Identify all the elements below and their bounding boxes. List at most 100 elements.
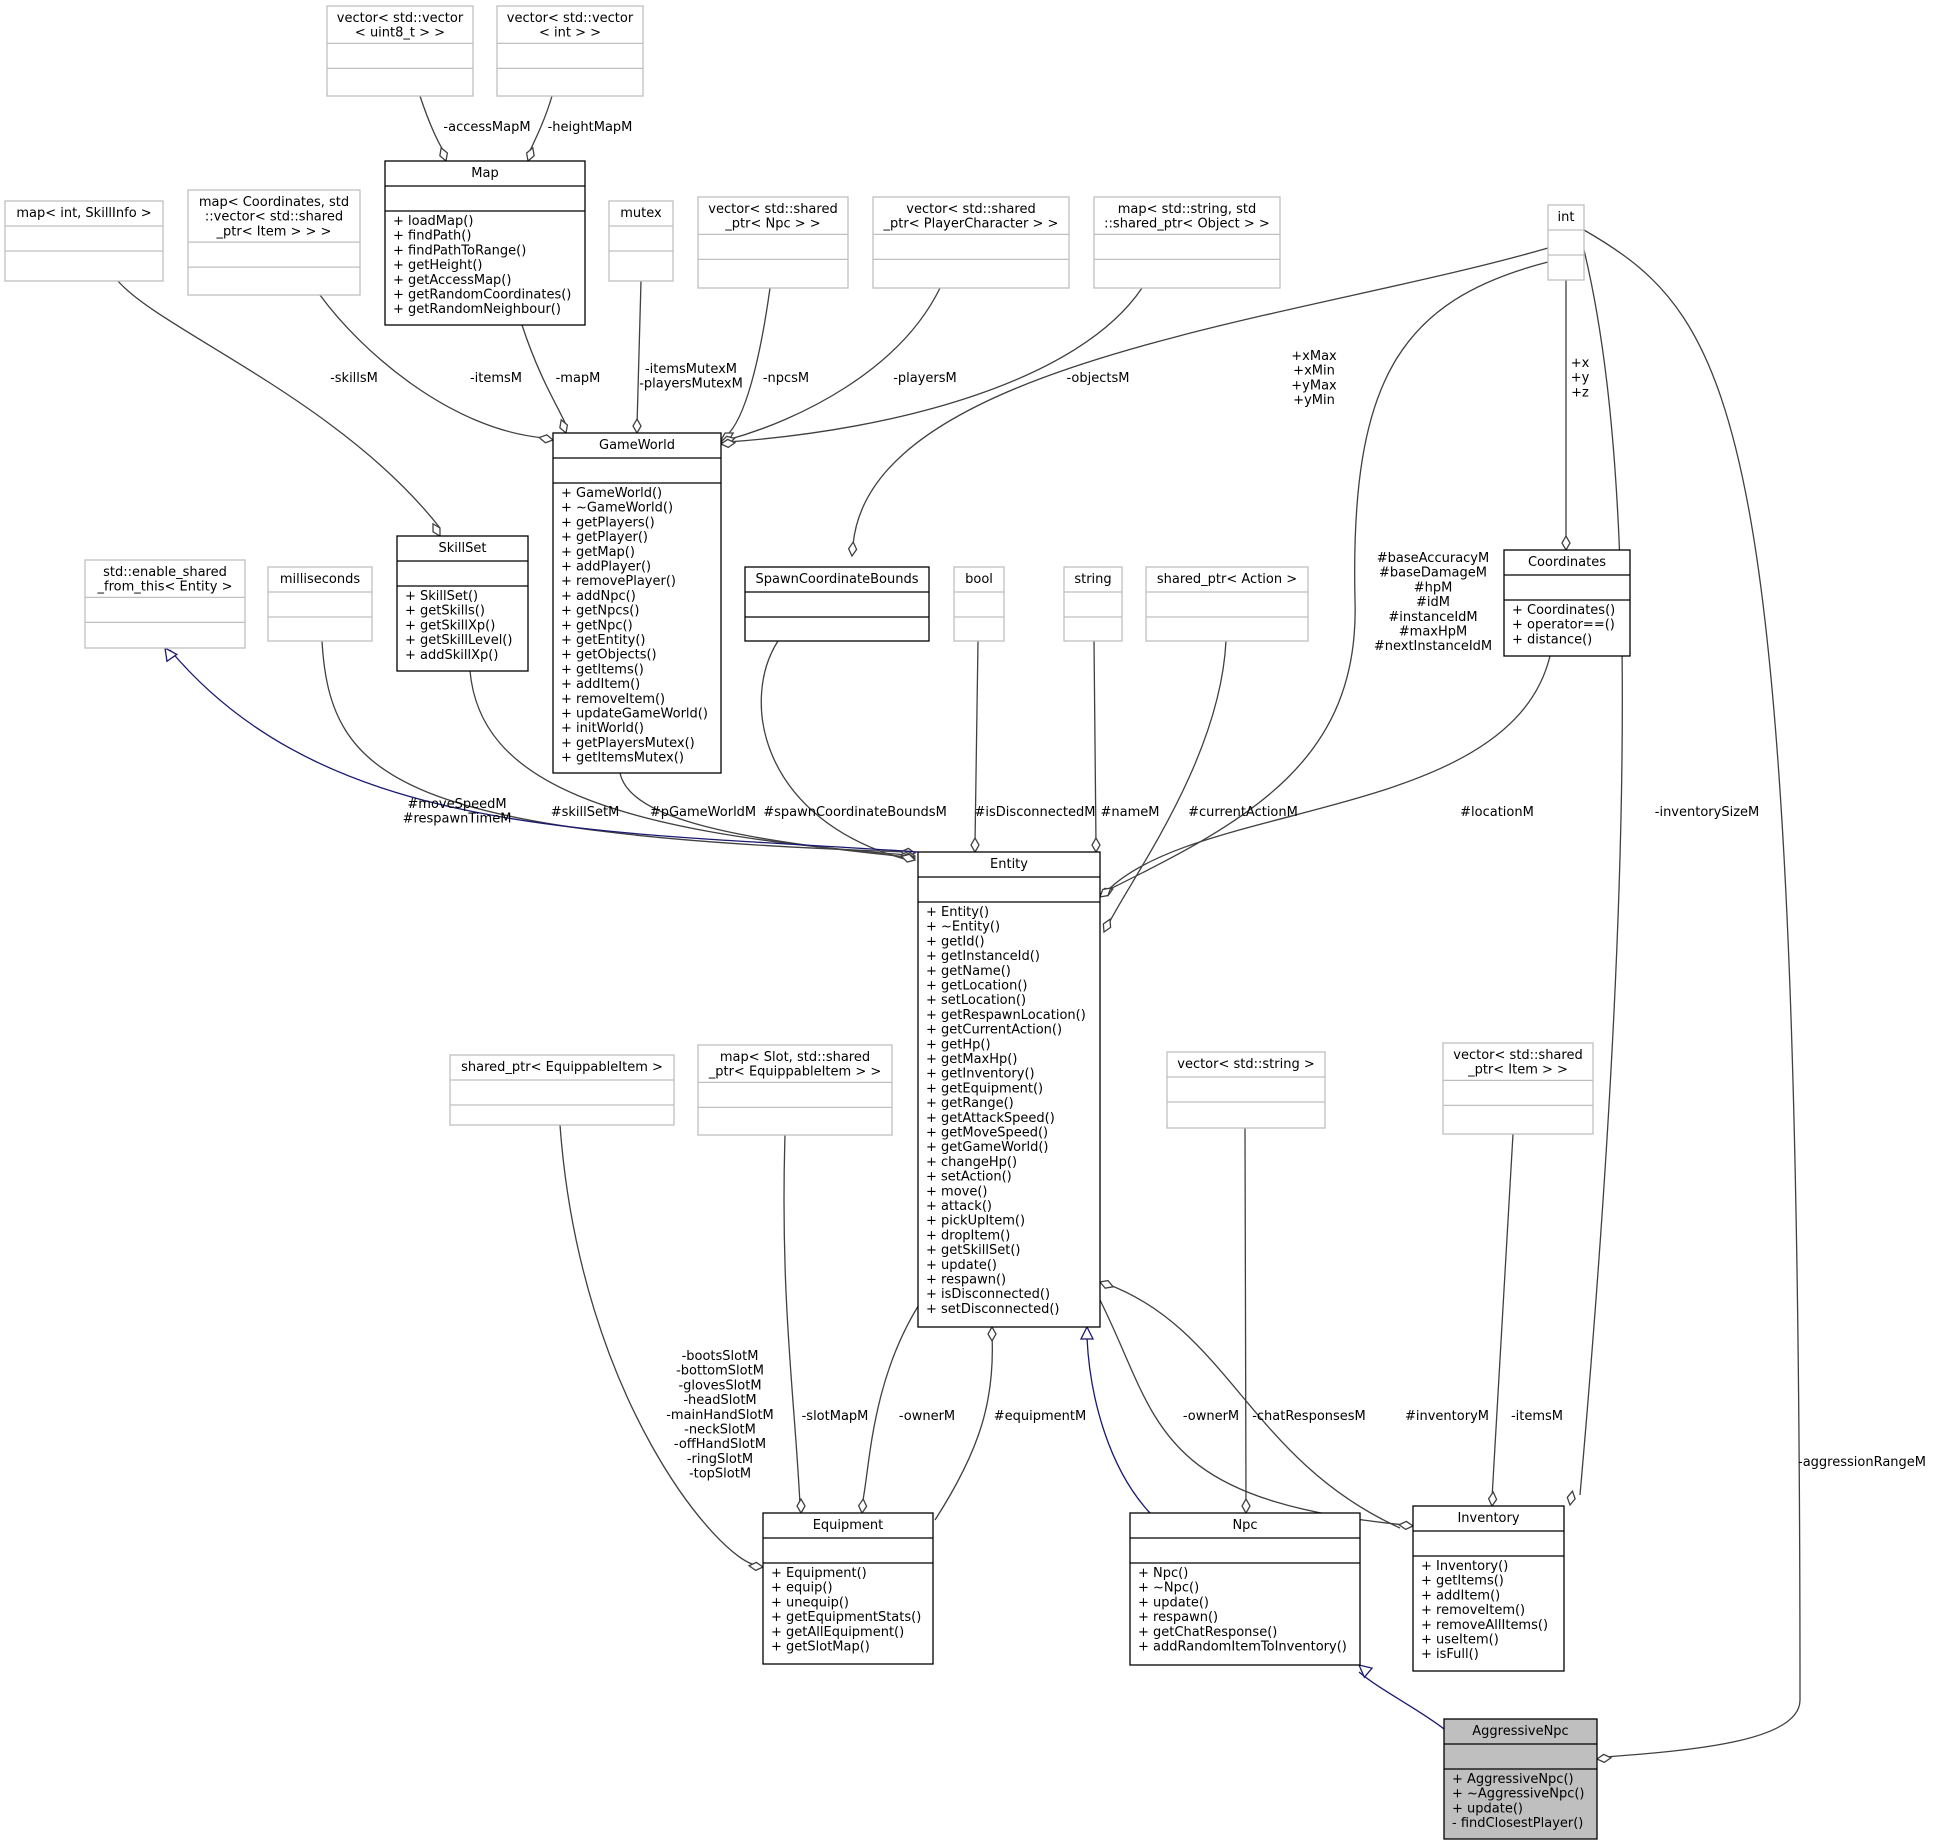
class-method: + move() — [926, 1184, 987, 1199]
aggregation-edge — [934, 1334, 994, 1521]
class-method: + getEntity() — [561, 633, 645, 648]
class-method: + addPlayer() — [561, 560, 651, 575]
edge-label-line: -offHandSlotM — [674, 1437, 766, 1452]
aggregation-diamond — [1566, 1489, 1576, 1507]
edge-label-line: -objectsM — [1067, 371, 1130, 386]
class-map_obj: map< std::string, std::shared_ptr< Objec… — [1093, 196, 1281, 289]
edge-label-int_fields: #baseAccuracyM#baseDamageM#hpM#idM#insta… — [1374, 551, 1492, 654]
aggregation-diamond — [970, 836, 980, 854]
class-name: _ptr< Item > > > — [216, 224, 332, 239]
inheritance-edge — [1358, 1671, 1445, 1730]
class-name: _ptr< EquippableItem > > — [708, 1065, 882, 1080]
class-method: + Npc() — [1138, 1566, 1188, 1581]
class-name: vector< std::shared — [708, 202, 837, 217]
class-name: _from_this< Entity > — [97, 580, 233, 595]
aggregation-diamond — [1561, 534, 1571, 552]
aggregation-edge — [1244, 1127, 1247, 1506]
class-box — [1443, 1718, 1598, 1840]
edge-label-line: #pGameWorldM — [650, 805, 756, 820]
edge-label-line: -ownerM — [1183, 1409, 1239, 1424]
class-spawnbounds: SpawnCoordinateBounds — [744, 566, 930, 642]
edge-label-ms_fields: #moveSpeedM#respawnTimeM — [403, 797, 512, 827]
class-box — [267, 566, 373, 642]
class-name: Inventory — [1457, 1511, 1519, 1526]
class-method: + useItem() — [1421, 1633, 1499, 1648]
edge-label-accessMap: -accessMapM — [443, 120, 530, 135]
class-method: + getPlayers() — [561, 515, 655, 530]
class-map_slot: map< Slot, std::shared_ptr< EquippableIt… — [697, 1044, 893, 1136]
aggregation-edge — [1099, 1299, 1406, 1526]
class-nodes: vector< std::vector< uint8_t > >vector< … — [4, 5, 1631, 1840]
class-name: SpawnCoordinateBounds — [756, 572, 919, 587]
edge-label-items: -itemsM — [470, 371, 522, 386]
class-box — [697, 1044, 893, 1136]
edge-label-line: -ownerM — [899, 1409, 955, 1424]
class-method: + getPlayersMutex() — [561, 736, 695, 751]
aggregation-edge — [1107, 655, 1551, 891]
edge-label-objects: -objectsM — [1067, 371, 1130, 386]
class-box — [697, 196, 849, 289]
edge-label-invSize: -inventorySizeM — [1655, 805, 1759, 820]
class-gameworld: GameWorld+ GameWorld()+ ~GameWorld()+ ge… — [552, 432, 722, 774]
class-name: milliseconds — [280, 572, 360, 587]
aggregation-diamond — [796, 1497, 806, 1515]
class-box — [384, 160, 586, 326]
aggregation-edge — [725, 287, 771, 437]
edge-label-line: #spawnCoordinateBoundsM — [763, 805, 947, 820]
class-method: + updateGameWorld() — [561, 707, 708, 722]
class-aggressive: AggressiveNpc+ AggressiveNpc()+ ~Aggress… — [1443, 1718, 1598, 1840]
aggregation-edge — [619, 772, 909, 858]
class-method: + ~GameWorld() — [561, 501, 673, 516]
class-method: + getRespawnLocation() — [926, 1008, 1086, 1023]
aggregation-diamond — [747, 1561, 765, 1572]
class-method: + GameWorld() — [561, 486, 662, 501]
class-box — [396, 535, 529, 672]
edge-label-line: -itemsM — [1511, 1409, 1563, 1424]
class-method: + getHp() — [926, 1037, 991, 1052]
class-skillset: SkillSet+ SkillSet()+ getSkills()+ getSk… — [396, 535, 529, 672]
class-vec_string: vector< std::string > — [1166, 1051, 1326, 1129]
class-box — [1145, 566, 1309, 642]
class-mutex: mutex — [608, 200, 674, 282]
aggregation-diamond — [632, 417, 642, 435]
class-method: + getName() — [926, 964, 1011, 979]
aggregation-edge — [1093, 640, 1097, 845]
edge-label-line: #equipmentM — [994, 1409, 1086, 1424]
aggregation-diamond — [719, 438, 737, 449]
class-box — [1412, 1505, 1565, 1672]
edge-label-line: #respawnTimeM — [403, 812, 512, 827]
edge-label-heightMap: -heightMapM — [548, 120, 633, 135]
class-method: + dropItem() — [926, 1228, 1010, 1243]
edge-label-npcs: -npcsM — [763, 371, 809, 386]
class-string: string — [1063, 566, 1123, 642]
class-bool: bool — [953, 566, 1005, 642]
class-name: map< int, SkillInfo > — [16, 206, 151, 221]
class-method: + getNpcs() — [561, 604, 639, 619]
class-box — [1503, 549, 1631, 657]
edge-label-line: -inventorySizeM — [1655, 805, 1759, 820]
aggregation-diamond — [900, 853, 917, 863]
class-name: mutex — [620, 206, 662, 221]
edge-label-line: -npcsM — [763, 371, 809, 386]
class-method: + SkillSet() — [405, 589, 478, 604]
aggregation-edge — [726, 287, 941, 441]
edge-label-line: -mapM — [556, 371, 601, 386]
aggregation-diamond — [525, 146, 535, 163]
class-method: + getItems() — [1421, 1574, 1504, 1589]
class-method: + addItem() — [561, 677, 640, 692]
class-method: + Entity() — [926, 905, 989, 920]
edge-label-line: +xMax — [1291, 349, 1337, 364]
edge-label-line: #currentActionM — [1188, 805, 1298, 820]
aggregation-diamond — [432, 522, 441, 538]
class-name: shared_ptr< Action > — [1157, 572, 1297, 587]
class-name: shared_ptr< EquippableItem > — [461, 1060, 663, 1075]
class-method: + findPathToRange() — [393, 243, 526, 258]
aggregation-diamond — [1102, 918, 1112, 934]
class-method: + update() — [1138, 1595, 1209, 1610]
class-method: + getItems() — [561, 662, 644, 677]
class-method: + getAllEquipment() — [771, 1625, 904, 1640]
aggregation-edge — [521, 324, 567, 426]
edge-label-xyz: +x+y+z — [1571, 356, 1590, 400]
class-method: + getPlayer() — [561, 530, 648, 545]
edge-label-currentAction: #currentActionM — [1188, 805, 1298, 820]
